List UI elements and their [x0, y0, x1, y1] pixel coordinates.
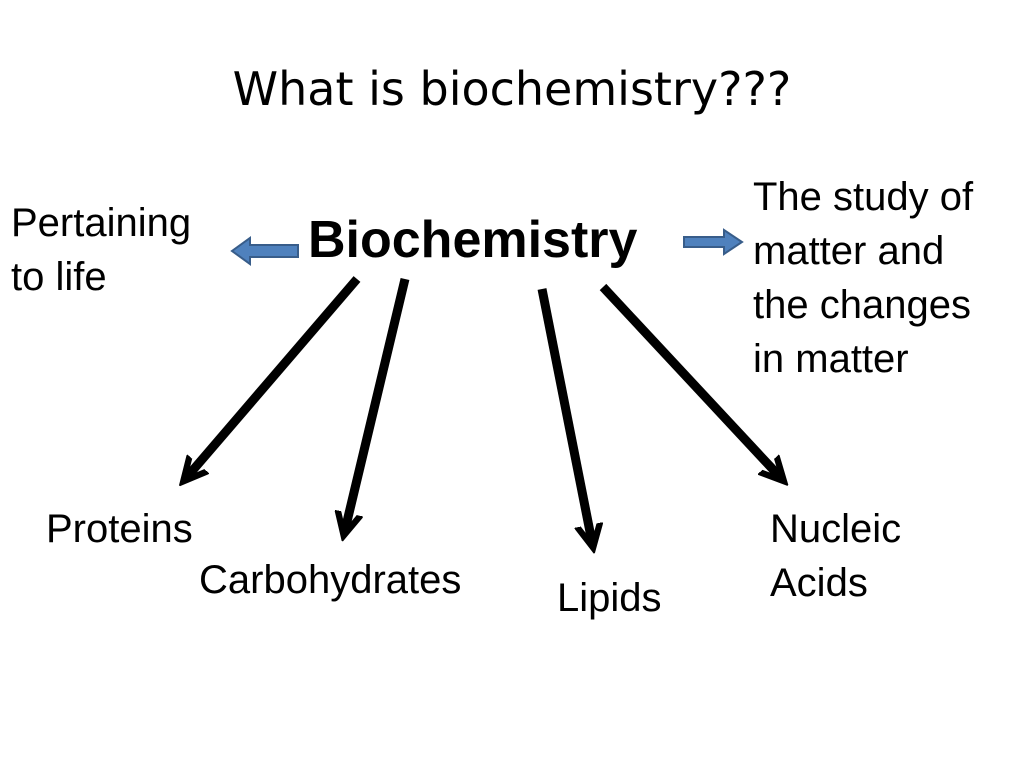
branch-label: Acids: [770, 561, 868, 605]
right-note-line: The study of: [753, 175, 974, 219]
branch-proteins: Proteins: [46, 502, 193, 556]
branch-nucleic-acids: Nucleic Acids: [770, 502, 901, 610]
right-block-arrow: [683, 228, 744, 256]
right-note-line: matter and: [753, 229, 945, 273]
carbohydrates-arrow: [345, 277, 410, 530]
branch-lipids: Lipids: [557, 571, 662, 625]
right-note-line: in matter: [753, 337, 909, 381]
left-block-arrow: [230, 236, 299, 266]
nucleic-acids-arrow: [599, 283, 780, 477]
branch-label: Proteins: [46, 507, 193, 551]
slide-title: What is biochemistry???: [232, 62, 792, 116]
proteins-arrow: [187, 276, 361, 477]
left-note: Pertaining to life: [11, 196, 191, 304]
left-note-line: Pertaining: [11, 201, 192, 245]
branch-label: Carbohydrates: [199, 558, 462, 602]
central-concept: Biochemistry: [308, 211, 638, 269]
right-note: The study of matter and the changes in m…: [753, 170, 973, 386]
branch-carbohydrates: Carbohydrates: [199, 553, 461, 607]
right-note-line: the changes: [753, 283, 971, 327]
left-note-line: to life: [11, 255, 107, 299]
lipids-arrow: [537, 288, 592, 542]
branch-label: Lipids: [557, 576, 662, 620]
branch-label: Nucleic: [770, 507, 902, 551]
